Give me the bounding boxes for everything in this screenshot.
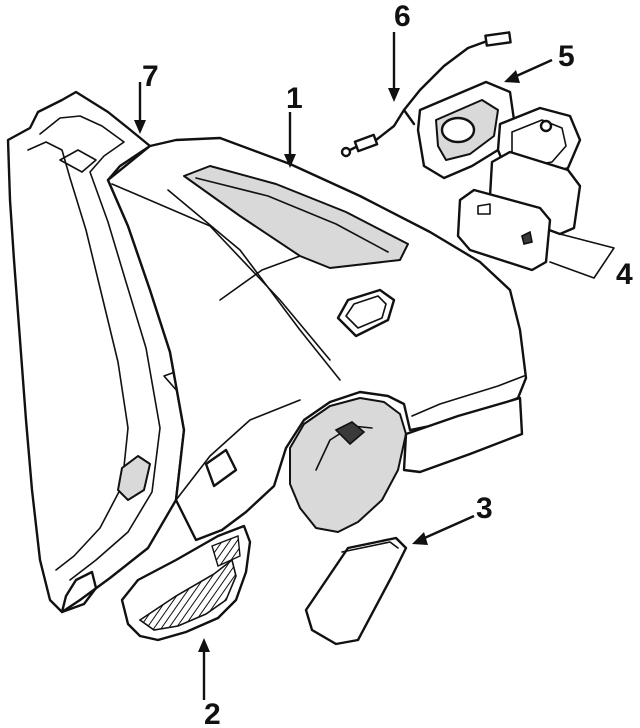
callout-3-label: 3 xyxy=(476,492,493,525)
part-5-filler-housing xyxy=(416,80,582,180)
callout-arrows xyxy=(134,32,553,700)
callout-7-label: 7 xyxy=(142,60,159,93)
part-6-release-cable xyxy=(340,31,512,158)
part-4-fuel-doors xyxy=(456,150,615,279)
callout-1-label: 1 xyxy=(286,82,303,115)
callout-2-label: 2 xyxy=(204,698,221,728)
callout-4-label: 4 xyxy=(616,258,633,291)
part-2-rocker-extension xyxy=(120,524,252,642)
part-1-quarter-panel xyxy=(106,136,528,542)
part-3-splash-shield xyxy=(304,536,408,646)
callout-5-label: 5 xyxy=(558,40,575,73)
part-7-inner-structure xyxy=(6,90,201,614)
callout-6-label: 6 xyxy=(394,0,411,33)
